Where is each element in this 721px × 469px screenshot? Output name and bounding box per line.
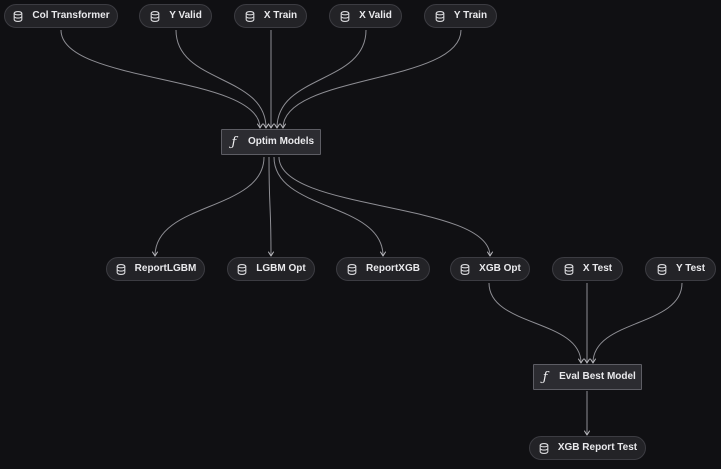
edge-x-test-to-eval-best-model [584,283,590,364]
function-icon: ƒ [231,134,237,150]
edge-line [278,156,491,257]
database-icon [346,263,358,275]
edge-y-valid-to-optim-models [175,29,269,129]
edge-col-transformer-to-optim-models [60,29,263,129]
edge-line [592,282,683,364]
node-label: X Train [263,10,298,21]
database-icon [563,263,575,275]
data-node-xgb-opt[interactable]: XGB Opt [450,257,530,281]
node-label: XGB Report Test [557,442,638,453]
arrowhead-icon [380,251,386,257]
edge-eval-best-model-to-xgb-report-test [584,391,590,436]
database-icon [339,10,351,22]
edge-y-test-to-eval-best-model [590,282,683,364]
node-label: XGB Opt [479,263,521,274]
edge-optim-models-to-lgbm-opt [268,156,274,257]
data-node-y-train[interactable]: Y Train [424,4,497,28]
node-label: Eval Best Model [559,371,636,382]
database-icon [434,10,446,22]
data-node-lgbm-opt[interactable]: LGBM Opt [227,257,315,281]
edge-line [60,29,261,129]
database-icon [244,10,256,22]
arrowhead-icon [584,430,590,436]
arrowhead-icon [280,123,286,129]
edge-line [282,29,462,129]
data-node-col-transformer[interactable]: Col Transformer [4,4,118,28]
edge-optim-models-to-report-xgb [273,156,386,257]
node-label: X Test [582,263,613,274]
data-node-y-valid[interactable]: Y Valid [139,4,212,28]
database-icon [459,263,471,275]
function-node-optim-models[interactable]: ƒ Optim Models [221,129,321,155]
node-label: LGBM Opt [256,263,306,274]
data-node-report-xgb[interactable]: ReportXGB [336,257,430,281]
edge-line [268,156,272,257]
data-node-xgb-report-test[interactable]: XGB Report Test [529,436,646,460]
edge-optim-models-to-xgb-opt [278,156,493,257]
edge-optim-models-to-report-lgbm [152,156,265,257]
database-icon [149,10,161,22]
function-node-eval-best-model[interactable]: ƒ Eval Best Model [533,364,642,390]
data-node-x-test[interactable]: X Test [552,257,623,281]
arrowhead-icon [268,251,274,257]
node-label: Y Test [675,263,706,274]
function-icon: ƒ [542,369,548,385]
node-label: Col Transformer [32,10,110,21]
edge-line [276,29,367,129]
database-icon [12,10,24,22]
edge-line [154,156,265,257]
database-icon [236,263,248,275]
arrowhead-icon [257,123,263,129]
edge-x-valid-to-optim-models [274,29,367,129]
arrowhead-icon [487,251,493,257]
node-label: Optim Models [247,136,315,147]
arrowhead-icon [590,358,596,364]
data-node-x-train[interactable]: X Train [234,4,307,28]
edge-xgb-opt-to-eval-best-model [488,282,584,364]
arrowhead-icon [584,358,590,364]
edge-x-train-to-optim-models [268,29,274,129]
database-icon [538,442,550,454]
data-node-report-lgbm[interactable]: ReportLGBM [106,257,205,281]
arrowhead-icon [263,123,269,129]
arrowhead-icon [152,251,158,257]
node-label: X Valid [359,10,392,21]
node-label: ReportXGB [366,263,420,274]
node-label: ReportLGBM [134,263,197,274]
data-node-y-test[interactable]: Y Test [645,257,716,281]
edge-y-train-to-optim-models [280,29,462,129]
edge-line [273,156,384,257]
edge-line [175,29,267,129]
edge-line [488,282,582,364]
data-node-x-valid[interactable]: X Valid [329,4,402,28]
node-label: Y Valid [169,10,202,21]
arrowhead-icon [578,358,584,364]
node-label: Y Train [453,10,488,21]
database-icon [656,263,668,275]
arrowhead-icon [274,123,280,129]
arrowhead-icon [268,123,274,129]
database-icon [115,263,127,275]
